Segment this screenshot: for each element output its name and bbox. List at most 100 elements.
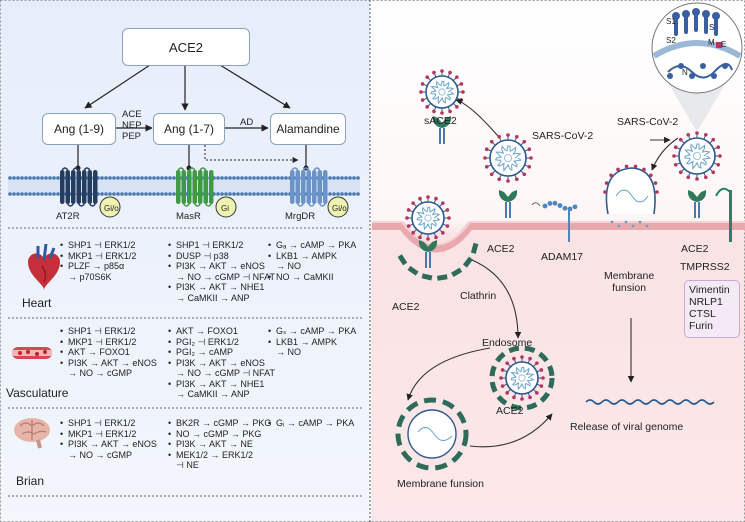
pathway-item: → NO → cGMP ⊣ NFAT — [176, 368, 276, 378]
heart-icon — [28, 243, 60, 290]
factor-nrlp1: NRLP1 — [689, 296, 723, 308]
virus-clathrin-pit — [405, 195, 451, 241]
arrow-endosome-fusion — [406, 347, 491, 401]
label-n: N — [682, 68, 688, 77]
ace2-box: ACE2 — [122, 28, 250, 66]
label-s2: S2 — [666, 36, 676, 45]
ace2-clathrin-label: ACE2 — [392, 301, 420, 313]
heart-col1: SHP1 ⊣ ERK1/2MKP1 ⊣ ERK1/2PLZF → p85α→ p… — [60, 240, 136, 282]
g-protein-mrgdr-label: Gi/o — [332, 204, 347, 213]
sars-cov-2-right-label: SARS-CoV-2 — [617, 116, 679, 128]
organ-label-brain: Brian — [16, 474, 45, 488]
pathway-item: LKB1 → AMPK — [268, 251, 356, 262]
pathway-item: MKP1 ⊣ ERK1/2 — [60, 251, 136, 262]
arrow-tmprss2-fusion — [651, 137, 679, 171]
factor-furin: Furin — [689, 320, 713, 332]
brain-col1: SHP1 ⊣ ERK1/2MKP1 ⊣ ERK1/2PI3K → AKT → e… — [60, 418, 157, 460]
virus-sace2 — [419, 69, 465, 115]
pathway-item: PI3K → AKT → eNOS — [168, 261, 275, 272]
adam17-protease — [531, 200, 578, 242]
organ-label-heart: Heart — [22, 296, 52, 310]
vasc-col3: Gₛ → cAMP → PKALKB1 → AMPK→ NO — [268, 326, 356, 358]
ace2-receptor-right — [687, 190, 707, 218]
g-protein-masr-label: Gi — [221, 204, 229, 213]
sace2-label: sACE2 — [424, 115, 457, 127]
pathway-item: PI3K → AKT → NHE1 — [168, 282, 275, 293]
pathway-item: SHP1 ⊣ ERK1/2 — [60, 418, 157, 429]
enzyme-ace: ACE — [122, 109, 142, 120]
label-e: E — [721, 40, 727, 49]
pathway-item: PLZF → p85α — [60, 261, 136, 272]
brain-col2: BK2R → cGMP → PKGNO → cGMP → PKGPI3K → A… — [168, 418, 271, 471]
pathway-item: NO → cGMP → PKG — [168, 429, 271, 440]
pathway-item: AKT → FOXO1 — [60, 347, 157, 358]
alamandine-label: Alamandine — [276, 122, 340, 136]
arrow-shedding — [455, 98, 499, 137]
pathway-item: AKT → FOXO1 — [168, 326, 275, 337]
at2r-label: AT2R — [56, 211, 80, 222]
viral-genome-icon — [585, 399, 715, 405]
pathway-item: Gₛ → cAMP → PKA — [268, 326, 356, 337]
virus-membrane-fusion — [603, 164, 659, 228]
ace2-receptor-pit — [418, 240, 438, 268]
pathway-item: MKP1 ⊣ ERK1/2 — [60, 337, 157, 348]
sars-cov-2-left-label: SARS-CoV-2 — [532, 130, 594, 142]
virus-bound-left — [483, 133, 533, 183]
pathway-item: PI3K → AKT → eNOS — [60, 439, 157, 450]
scissors-icon — [531, 202, 541, 207]
mrgdr-receptor-g-protein — [327, 196, 349, 218]
release-label: Release of viral genome — [570, 421, 684, 433]
pathway-item: PI3K → AKT → eNOS — [168, 358, 275, 369]
endosome — [489, 345, 555, 411]
ang17-label: Ang (1-7) — [163, 122, 215, 136]
pathway-item: SHP1 ⊣ ERK1/2 — [60, 240, 136, 251]
vessel-icon — [12, 347, 52, 359]
vasc-col2: AKT → FOXO1PGI₂ ⊣ ERK1/2PGI₂ → cAMPPI3K … — [168, 326, 275, 400]
ang19-box: Ang (1-9) — [42, 113, 116, 145]
pathway-item: Gₐ → cAMP → PKA — [268, 240, 356, 251]
label-s1: S1 — [666, 17, 676, 26]
pathway-item: PI3K → AKT → eNOS — [60, 358, 157, 369]
pathway-item: MKP1 ⊣ ERK1/2 — [60, 429, 157, 440]
ace2-receptor-left — [498, 190, 518, 218]
brain-icon — [14, 418, 50, 449]
label-m: M — [708, 38, 715, 47]
pathway-item: PI3K → AKT → NE — [168, 439, 271, 450]
pathway-item: BK2R → cGMP → PKG — [168, 418, 271, 429]
pathway-item: PGI₂ → cAMP — [168, 347, 275, 358]
factor-vimentin: Vimentin — [689, 284, 730, 296]
ang19-label: Ang (1-9) — [53, 122, 105, 136]
virus-bound-right — [672, 131, 722, 181]
pathway-item: → NO — [276, 261, 302, 271]
at2r-receptor-g-protein — [99, 196, 121, 218]
factor-ctsl: CTSL — [689, 308, 716, 320]
pathway-item: → NO → cGMP — [68, 368, 133, 378]
virus-structure-inset — [651, 2, 743, 132]
enzyme-pep: PEP — [122, 131, 142, 142]
clathrin-label: Clathrin — [460, 290, 497, 302]
masr-receptor — [176, 167, 214, 207]
pathway-item: → NO → cGMP ⊣ NFAT — [176, 271, 276, 282]
pathway-item: MEK1/2 → ERK1/2 — [168, 450, 271, 461]
pathway-item: → p70S6K — [68, 271, 112, 282]
pathway-item: PGI₂ ⊣ ERK1/2 — [168, 337, 275, 348]
arrow-ace2-alamandine — [219, 64, 291, 109]
pathway-item: → CaMKII → ANP — [176, 292, 250, 303]
label-s: S — [709, 23, 715, 32]
sace2-receptor — [432, 116, 452, 144]
endosome-label: Endosome — [482, 337, 533, 349]
pathway-item: NO → CaMKII — [268, 272, 356, 283]
pathway-item: → NO → cGMP — [68, 449, 133, 460]
pathway-item: SHP1 ⊣ ERK1/2 — [168, 240, 275, 251]
arrow-ang17-mrgdr — [204, 145, 299, 163]
g-protein-at2r-label: Gi/o — [104, 204, 119, 213]
host-factors-box: Vimentin NRLP1 CTSL Furin — [684, 280, 740, 338]
adam17-label: ADAM17 — [541, 251, 584, 263]
tmprss2-protease — [715, 187, 732, 242]
enzyme-ad: AD — [240, 117, 254, 128]
pathway-item: PI3K → AKT → NHE1 — [168, 379, 275, 390]
arrow-pit-endosome — [471, 259, 522, 339]
pathway-item: → NO — [276, 347, 302, 357]
ace2-endosome-label: ACE2 — [496, 405, 524, 417]
